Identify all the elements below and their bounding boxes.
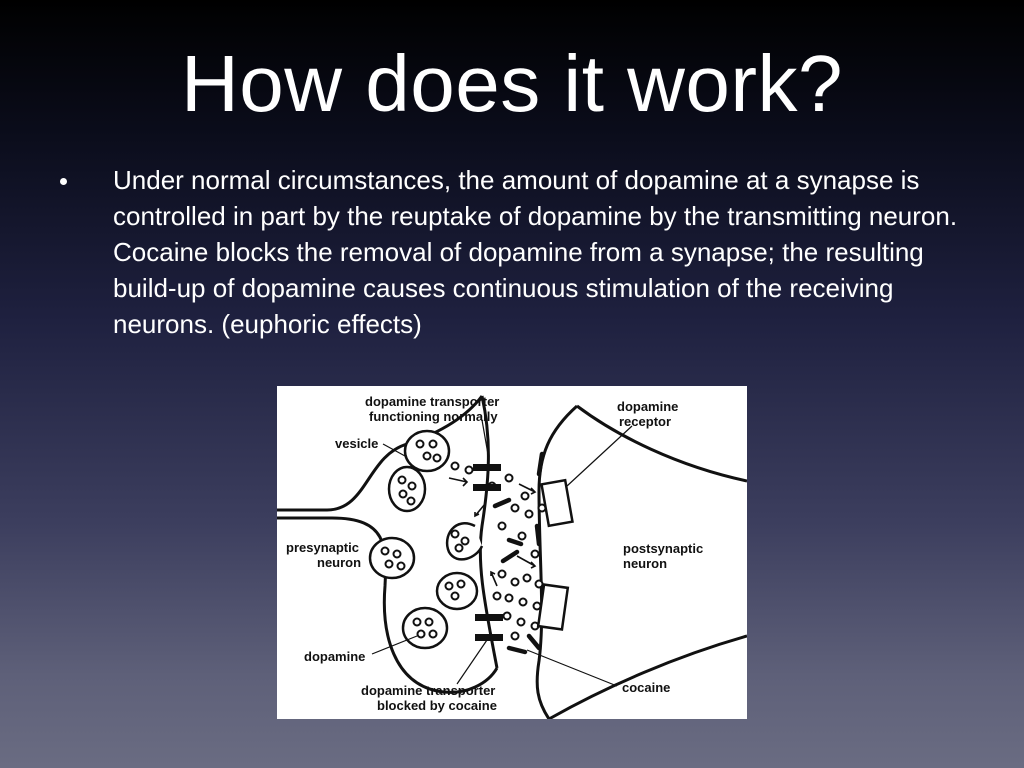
dopamine-receptor <box>540 478 574 528</box>
transporters <box>473 464 503 641</box>
dopamine-molecule <box>412 617 422 627</box>
label-transporter-normal-2: functioning normally <box>369 409 498 424</box>
label-postsynaptic-1: postsynaptic <box>623 541 703 556</box>
label-presynaptic-1: presynaptic <box>286 540 359 555</box>
vesicle <box>368 536 416 580</box>
label-dopamine: dopamine <box>304 649 365 664</box>
presynaptic-neuron-outline <box>277 395 484 512</box>
bullet-dot-icon <box>60 178 67 185</box>
slide-title: How does it work? <box>180 39 844 128</box>
label-cocaine: cocaine <box>622 680 670 695</box>
presynaptic-neuron-outline-lower <box>277 516 499 694</box>
label-transporter-blocked-1: dopamine transporter <box>361 683 495 698</box>
flow-arrows <box>448 477 537 587</box>
postsynaptic-neuron-outline <box>535 404 747 719</box>
dopamine-receptor <box>536 583 570 631</box>
label-transporter-blocked-2: blocked by cocaine <box>377 698 497 713</box>
vesicle <box>403 429 451 473</box>
dopamine-molecule <box>380 546 390 556</box>
label-transporter-normal-1: dopamine transporter <box>365 394 499 409</box>
synapse-diagram-svg: dopamine transporter functioning normall… <box>277 394 747 719</box>
label-postsynaptic-2: neuron <box>623 556 667 571</box>
presynaptic-terminal-edge <box>478 395 499 669</box>
vesicle <box>401 606 449 650</box>
dopamine-molecule <box>444 581 454 591</box>
synapse-diagram: dopamine transporter functioning normall… <box>277 386 747 719</box>
label-presynaptic-2: neuron <box>317 555 361 570</box>
transporter-blocked <box>475 634 503 641</box>
dopamine-molecules <box>380 439 547 641</box>
dopamine-molecule <box>397 475 407 485</box>
label-leader-lines <box>371 419 633 687</box>
receptors <box>536 478 574 631</box>
label-vesicle: vesicle <box>335 436 378 451</box>
transporter-normal <box>473 464 501 471</box>
vesicle <box>435 571 479 611</box>
transporter-blocked <box>475 614 503 621</box>
dopamine-molecule <box>415 439 425 449</box>
label-receptor-1: dopamine <box>617 399 678 414</box>
bullet-text: Under normal circumstances, the amount o… <box>113 165 958 339</box>
transporter-normal <box>473 484 501 491</box>
vesicle <box>387 465 427 513</box>
cocaine-molecules <box>492 451 545 655</box>
label-receptor-2: receptor <box>619 414 671 429</box>
